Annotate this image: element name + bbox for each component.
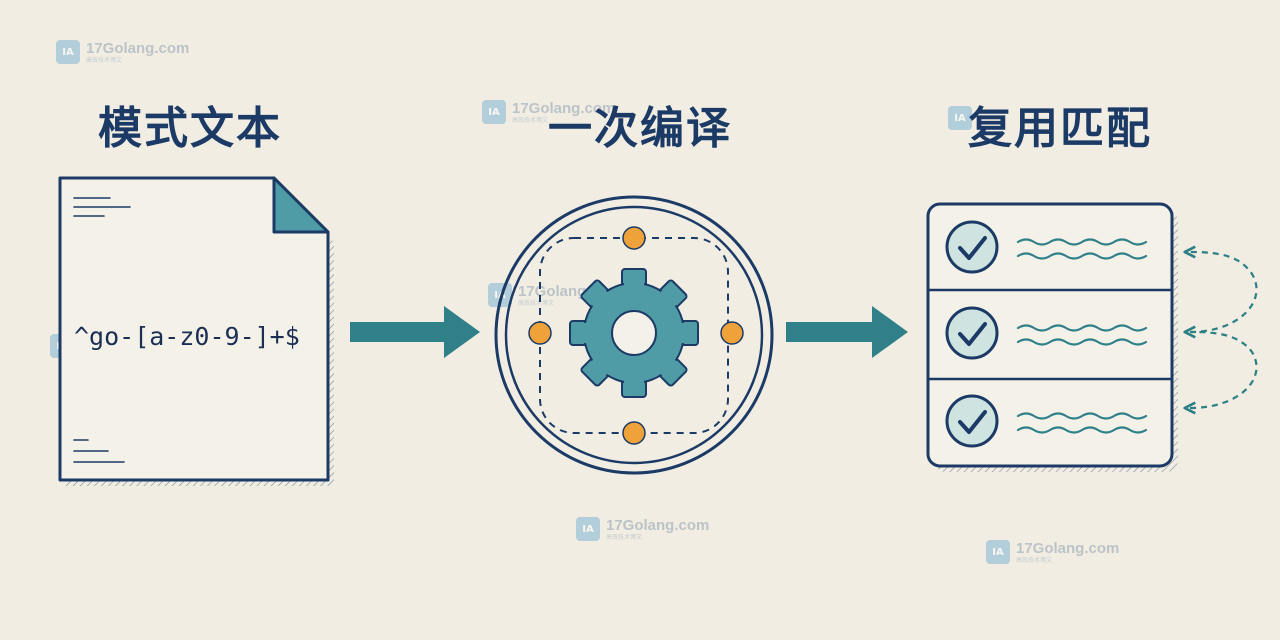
compile-once-title: 一次编译 [548, 103, 732, 154]
arrow-right-icon [350, 306, 480, 358]
document-icon [58, 176, 334, 486]
regex-pattern: ^go-[a-z0-9-]+$ [74, 322, 300, 351]
check-circle-icon [945, 394, 999, 448]
arrow-right-icon [786, 306, 908, 358]
check-circle-icon [945, 306, 999, 360]
wavy-text-lines [1016, 238, 1148, 434]
check-circle-icon [945, 220, 999, 274]
reuse-loop-arrows [1190, 252, 1258, 408]
pattern-text-title: 模式文本 [98, 103, 282, 154]
gear-icon [569, 268, 699, 398]
compile-engine-icon [494, 195, 774, 475]
reuse-match-title: 复用匹配 [968, 103, 1152, 154]
match-results-panel [926, 202, 1178, 472]
